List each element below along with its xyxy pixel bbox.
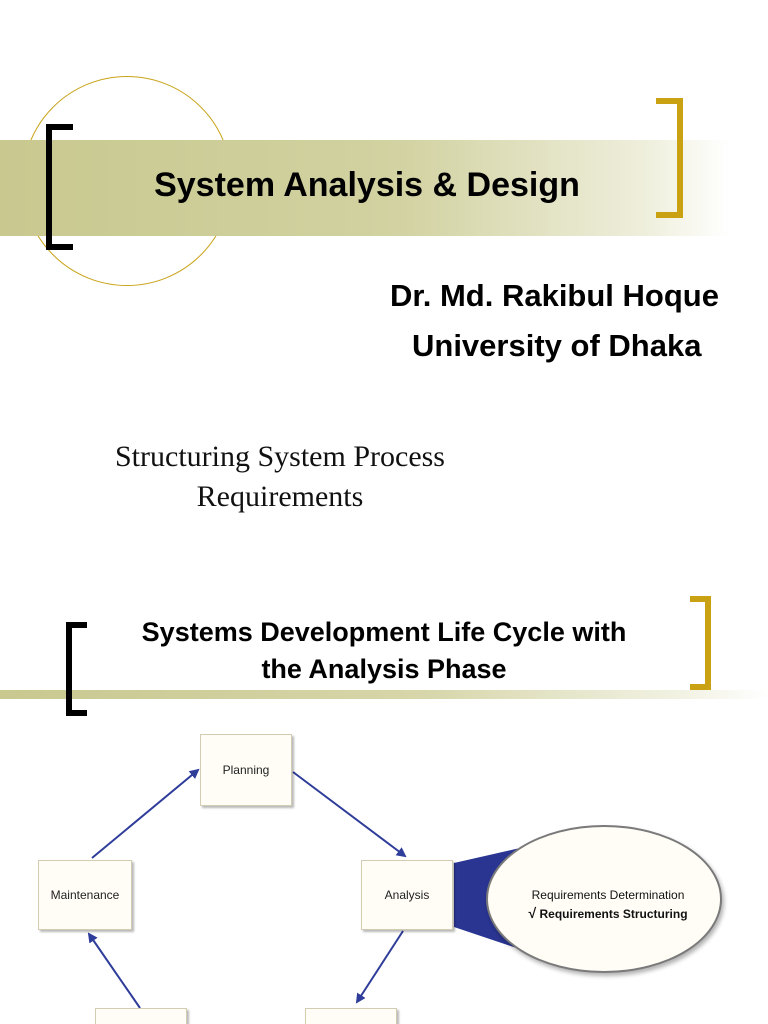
maintenance-box: Maintenance: [38, 860, 132, 930]
checkmark-icon: √: [528, 905, 537, 921]
requirements-structuring-label: Requirements Structuring: [539, 907, 688, 921]
arrow-maintenance-to-planning: [91, 768, 200, 859]
planning-box: Planning: [200, 734, 292, 806]
requirements-determination-label: Requirements Determination: [531, 888, 685, 902]
right-bracket-icon: [690, 596, 711, 690]
analysis-detail-ellipse: [486, 825, 722, 973]
implementation-box: [95, 1008, 187, 1024]
slide-title: System Analysis & Design: [154, 166, 580, 204]
arrow-analysis-to-design: [355, 930, 404, 1004]
design-box: [305, 1008, 397, 1024]
title-slide: System Analysis & Design Dr. Md. Rakibul…: [0, 76, 730, 517]
title-band: [0, 140, 730, 236]
requirements-structuring-item: √ Requirements Structuring: [498, 904, 718, 923]
planning-label: Planning: [222, 763, 270, 777]
title-line-1: Systems Development Life Cycle with: [141, 617, 627, 647]
slide-title: Systems Development Life Cycle with the A…: [84, 614, 684, 688]
left-bracket-icon: [66, 622, 87, 716]
right-bracket-icon: [656, 98, 683, 218]
analysis-box: Analysis: [361, 860, 453, 930]
analysis-label: Analysis: [384, 888, 430, 902]
sdlc-diagram: Planning Analysis Maintenance Requiremen…: [0, 720, 768, 1024]
arrow-implementation-to-maintenance: [87, 932, 141, 1009]
title-line-2: the Analysis Phase: [261, 654, 507, 684]
maintenance-label: Maintenance: [50, 888, 120, 902]
arrow-planning-to-analysis: [292, 771, 407, 858]
subtitle-line-1: Structuring System Process: [115, 440, 445, 473]
analysis-detail-text: Requirements Determination √ Requirement…: [498, 886, 718, 923]
affiliation: University of Dhaka: [412, 328, 702, 363]
left-bracket-icon: [46, 124, 73, 250]
sdlc-slide: Systems Development Life Cycle with the A…: [0, 560, 768, 1024]
title-underline-band: [0, 690, 768, 699]
author-name: Dr. Md. Rakibul Hoque: [390, 278, 719, 313]
subtitle-line-2: Requirements: [196, 480, 364, 513]
